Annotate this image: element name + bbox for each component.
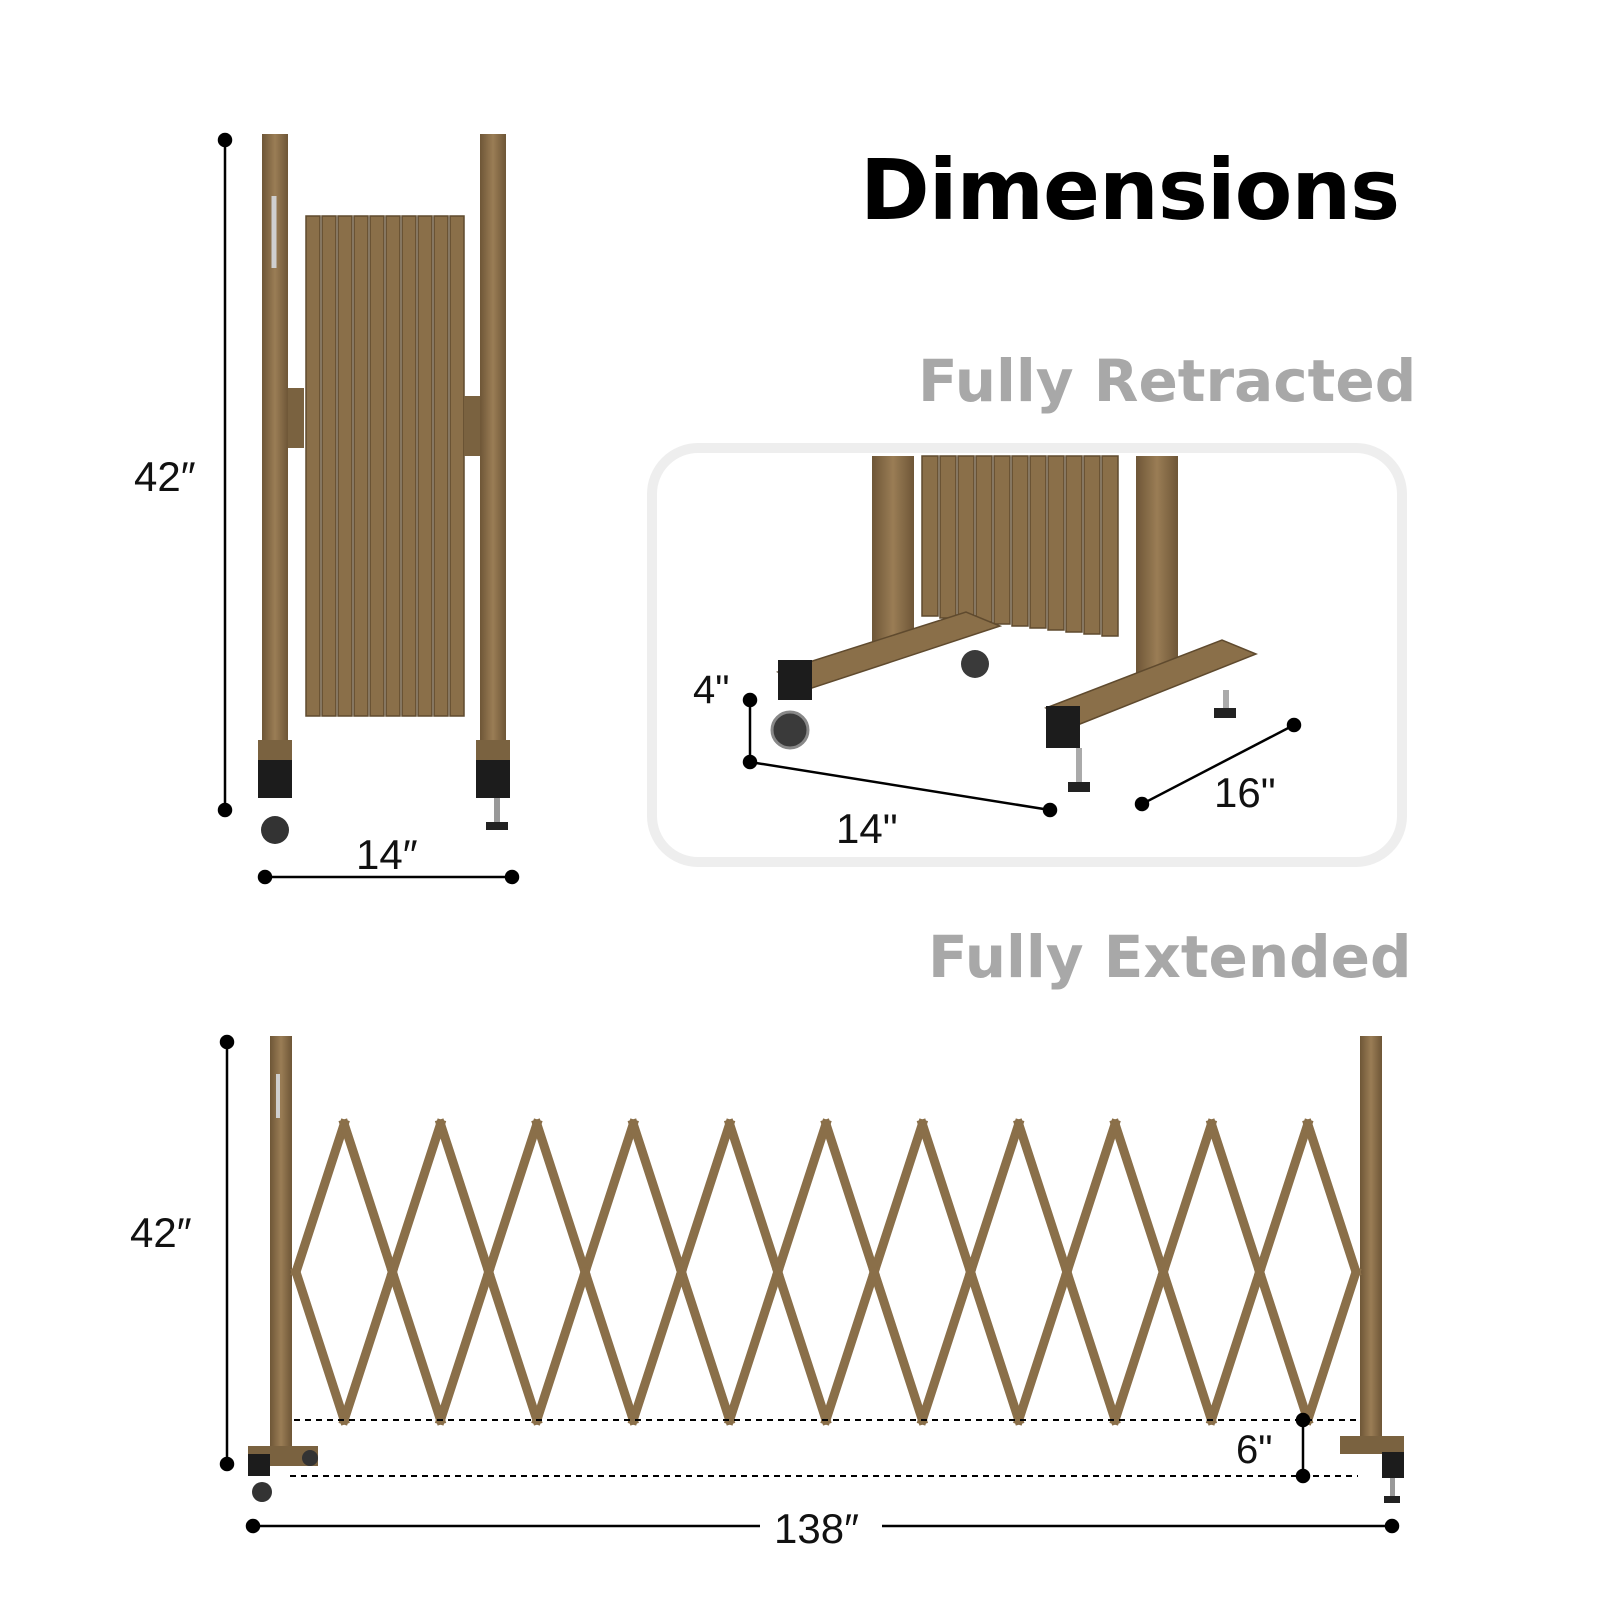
folded-slats (305, 215, 465, 717)
scissor-lattice (290, 1118, 1362, 1426)
right-post (1360, 1036, 1382, 1454)
caster-wheel-icon (261, 816, 289, 844)
label-extended-width: 138″ (774, 1505, 859, 1552)
dimension-line-front-width (257, 869, 520, 885)
caster-wheel-icon (770, 710, 810, 750)
clearance-guides (290, 1419, 1358, 1477)
dimension-line-front-height (217, 132, 233, 818)
label-front-width: 14″ (356, 831, 418, 878)
label-front-height: 42″ (134, 453, 196, 500)
dimension-line-ground-clearance (1295, 1412, 1311, 1484)
label-ground-clearance: 6" (1236, 1428, 1273, 1472)
label-extended-height: 42″ (130, 1209, 192, 1256)
page-title: Dimensions (860, 141, 1400, 239)
section-title-extended: Fully Extended (928, 923, 1412, 991)
caster-wheel-icon (252, 1482, 272, 1502)
left-post (270, 1036, 292, 1454)
label-wheel-height: 4" (693, 668, 730, 712)
extended-view (248, 1036, 1404, 1503)
dimension-line-base-width (749, 760, 1058, 818)
foot-block-left (258, 760, 292, 798)
right-post (480, 134, 506, 798)
retracted-front-view (258, 134, 510, 844)
label-base-depth: 16" (1214, 769, 1276, 816)
detail-panel (647, 443, 1407, 867)
dimension-line-extended-width (245, 1518, 1400, 1534)
label-base-width: 14" (836, 805, 898, 852)
leveling-foot-icon (486, 822, 508, 830)
foot-block-right (476, 760, 510, 798)
leveling-foot-icon (1068, 782, 1090, 792)
base-detail-view (770, 455, 1258, 792)
section-title-retracted: Fully Retracted (918, 347, 1417, 415)
dimension-line-extended-height (219, 1034, 235, 1472)
dimension-line-base-depth (1134, 717, 1302, 812)
leveling-foot-icon (1384, 1496, 1400, 1503)
